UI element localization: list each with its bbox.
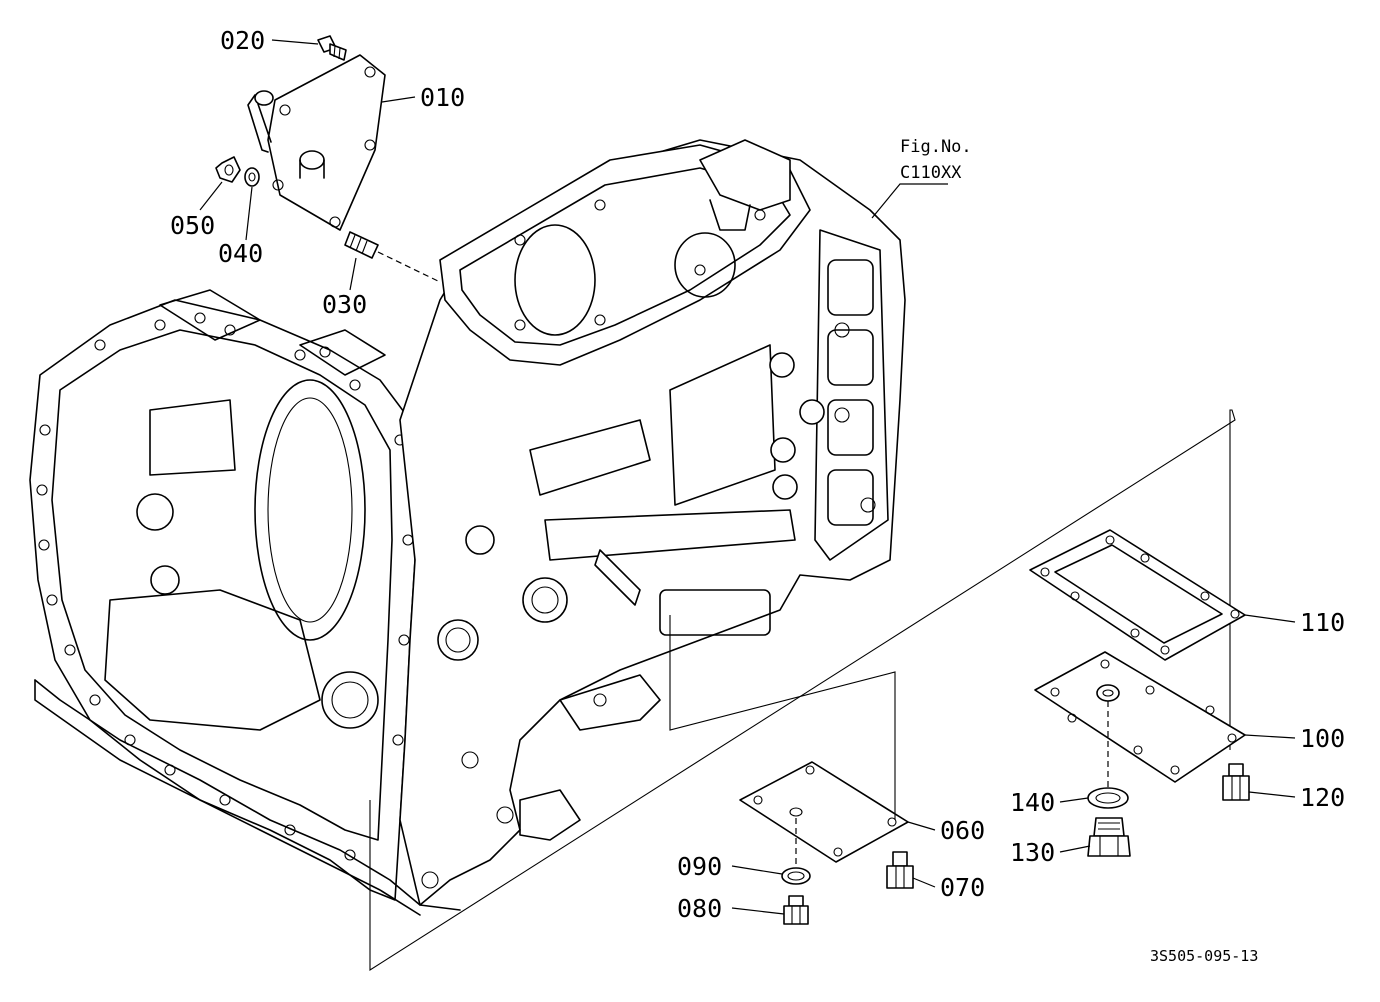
label-100: 100 <box>1300 724 1345 753</box>
part-100-cover-plate <box>1034 651 1246 790</box>
part-080-drain-plug <box>783 895 809 925</box>
part-030-stud <box>344 231 441 283</box>
fig-no-value: C110XX <box>900 163 962 183</box>
part-020-bolt <box>317 35 347 61</box>
part-labels: 020 010 050 040 030 060 070 090 080 110 … <box>170 26 1345 923</box>
label-050: 050 <box>170 211 215 240</box>
leader-lines <box>199 39 1296 915</box>
label-010: 010 <box>420 83 465 112</box>
part-040-washer <box>244 167 260 187</box>
part-130-plug <box>1087 817 1131 857</box>
part-050-nut <box>215 156 241 183</box>
part-120-plug <box>1222 763 1250 801</box>
label-090: 090 <box>677 852 722 881</box>
label-060: 060 <box>940 816 985 845</box>
fig-no-label: Fig.No. <box>900 137 972 157</box>
label-140: 140 <box>1010 788 1055 817</box>
label-080: 080 <box>677 894 722 923</box>
transmission-case <box>29 139 906 916</box>
document-code: 3S505-095-13 <box>1150 947 1258 965</box>
label-030: 030 <box>322 290 367 319</box>
part-010-cover-with-pipe <box>247 54 386 231</box>
part-060-cover-plate <box>739 761 909 870</box>
label-040: 040 <box>218 239 263 268</box>
label-070: 070 <box>940 873 985 902</box>
label-130: 130 <box>1010 838 1055 867</box>
label-020: 020 <box>220 26 265 55</box>
part-070-plug <box>886 851 914 889</box>
label-110: 110 <box>1300 608 1345 637</box>
label-120: 120 <box>1300 783 1345 812</box>
part-140-washer <box>1087 787 1129 809</box>
part-110-gasket <box>1029 529 1246 661</box>
part-090-washer <box>781 867 811 885</box>
